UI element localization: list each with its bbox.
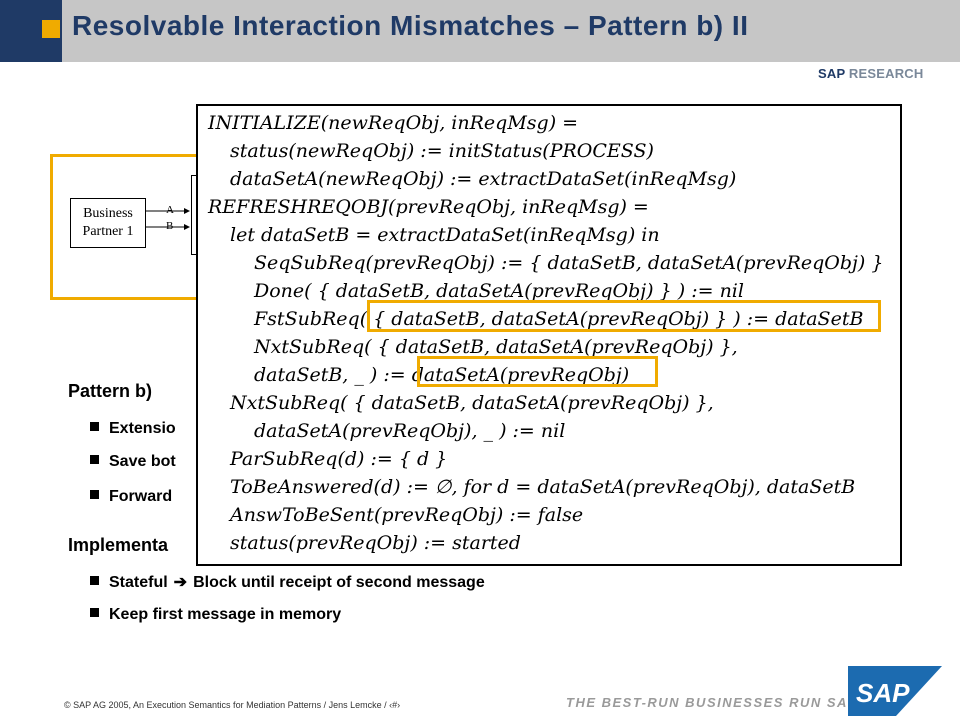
message-a-label: A: [166, 204, 174, 216]
footer-tagline: THE BEST-RUN BUSINESSES RUN SAP: [566, 695, 859, 710]
arrow-right-icon: ➔: [173, 574, 188, 591]
spec-line: NxtSubReq( { dataSetB, dataSetA(prevReqO…: [254, 336, 738, 358]
spec-line: status(prevReqObj) := started: [230, 532, 521, 554]
spec-line: let dataSetB = extractDataSet(inReqMsg) …: [230, 224, 660, 246]
spec-line: NxtSubReq( { dataSetB, dataSetA(prevReqO…: [230, 392, 714, 414]
spec-line: AnswToBeSent(prevReqObj) := false: [230, 504, 584, 526]
formal-spec-overlay: INITIALIZE(newReqObj, inReqMsg) = status…: [196, 104, 902, 566]
sap-logo: SAP: [848, 666, 942, 716]
spec-line: ParSubReq(d) := { d }: [230, 448, 448, 470]
highlight-nxtsubreq-result: [417, 356, 658, 387]
pattern-heading: Pattern b): [68, 381, 153, 401]
spec-line: dataSetA(prevReqObj), _ ) := nil: [254, 420, 566, 442]
spec-line: status(newReqObj) := initStatus(PROCESS): [230, 140, 654, 162]
title-bar: [0, 0, 960, 62]
spec-line: dataSetB, _ ) := dataSetA(prevReqObj): [254, 364, 630, 386]
spec-line: SeqSubReq(prevReqObj) := { dataSetB, dat…: [254, 252, 884, 274]
title-orange-square: [42, 20, 60, 38]
svg-text:SAP: SAP: [856, 678, 910, 708]
message-arrows: [146, 208, 190, 230]
bullet-item: Forward: [90, 488, 172, 506]
sap-research-logo: SAP RESEARCH: [818, 66, 924, 81]
spec-line: REFRESHREQOBJ(prevReqObj, inReqMsg) =: [208, 196, 649, 218]
spec-line: Done( { dataSetB, dataSetA(prevReqObj) }…: [254, 280, 744, 302]
implementation-heading: Implementa: [68, 535, 169, 555]
spec-line: ToBeAnswered(d) := ∅, for d = dataSetA(p…: [230, 476, 856, 498]
slide-title: Resolvable Interaction Mismatches – Patt…: [72, 10, 749, 41]
bullet-item: Stateful➔Block until receipt of second m…: [90, 572, 485, 592]
spec-line: FstSubReq( { dataSetB, dataSetA(prevReqO…: [254, 308, 864, 330]
spec-line: INITIALIZE(newReqObj, inReqMsg) =: [208, 112, 579, 134]
bullet-item: Keep first message in memory: [90, 606, 341, 624]
bullet-item: Save bot: [90, 453, 176, 471]
highlight-fstsubreq: [367, 300, 881, 332]
footer-copyright: © SAP AG 2005, An Execution Semantics fo…: [64, 700, 401, 710]
partner-label-line1: Business: [83, 206, 133, 221]
message-b-label: B: [166, 220, 174, 232]
spec-line: dataSetA(newReqObj) := extractDataSet(in…: [230, 168, 737, 190]
business-partner-box: Business Partner 1: [70, 198, 146, 248]
bullet-item: Extensio: [90, 420, 176, 438]
partner-label-line2: Partner 1: [82, 224, 134, 239]
